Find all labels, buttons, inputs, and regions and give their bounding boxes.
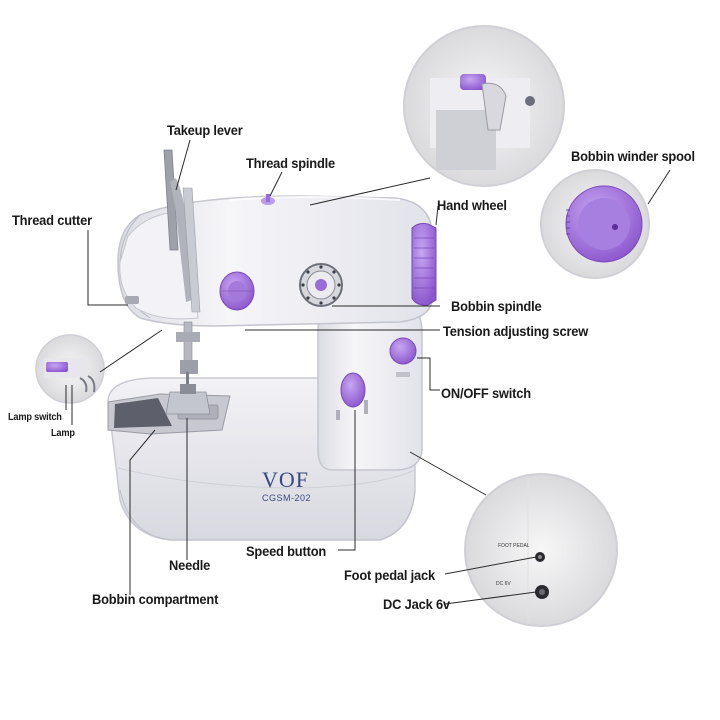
- label-on-off-switch: ON/OFF switch: [441, 385, 531, 401]
- label-takeup-lever: Takeup lever: [167, 122, 243, 138]
- needle-assembly: [165, 321, 211, 415]
- brand-logo: VOF: [262, 467, 310, 492]
- label-tension-adjusting-screw: Tension adjusting screw: [443, 323, 589, 339]
- bobbin-spindle-dial: [299, 263, 343, 307]
- tension-knob: [219, 271, 255, 311]
- lamp-inset: [35, 334, 105, 404]
- label-thread-cutter: Thread cutter: [12, 212, 92, 228]
- machine-head: [119, 211, 199, 320]
- label-hand-wheel: Hand wheel: [437, 197, 507, 213]
- label-needle: Needle: [169, 557, 211, 573]
- dc-tag: DC 6V: [496, 581, 511, 587]
- foot-pedal-tag: FOOT PEDAL: [498, 543, 530, 549]
- label-bobbin-winder-spool: Bobbin winder spool: [571, 148, 695, 164]
- winder-inset: [403, 25, 565, 187]
- label-lamp-switch: Lamp switch: [8, 412, 62, 423]
- jacks-inset: [464, 473, 618, 627]
- spool-inset: [540, 169, 650, 279]
- label-lamp: Lamp: [51, 428, 75, 439]
- thread-spindle-part: [261, 194, 275, 205]
- label-bobbin-spindle: Bobbin spindle: [451, 298, 542, 314]
- hand-wheel-part: [411, 223, 437, 306]
- on-off-switch-part: [389, 337, 417, 377]
- label-bobbin-compartment: Bobbin compartment: [92, 591, 219, 607]
- model-number: CGSM-202: [262, 493, 312, 503]
- label-thread-spindle: Thread spindle: [246, 155, 336, 171]
- label-dc-jack: DC Jack 6v: [383, 596, 450, 612]
- takeup-lever-part: [163, 149, 201, 313]
- speed-button-part: [336, 372, 368, 420]
- label-foot-pedal-jack: Foot pedal jack: [344, 567, 436, 583]
- label-speed-button: Speed button: [246, 543, 327, 559]
- leader-lines: [65, 139, 671, 605]
